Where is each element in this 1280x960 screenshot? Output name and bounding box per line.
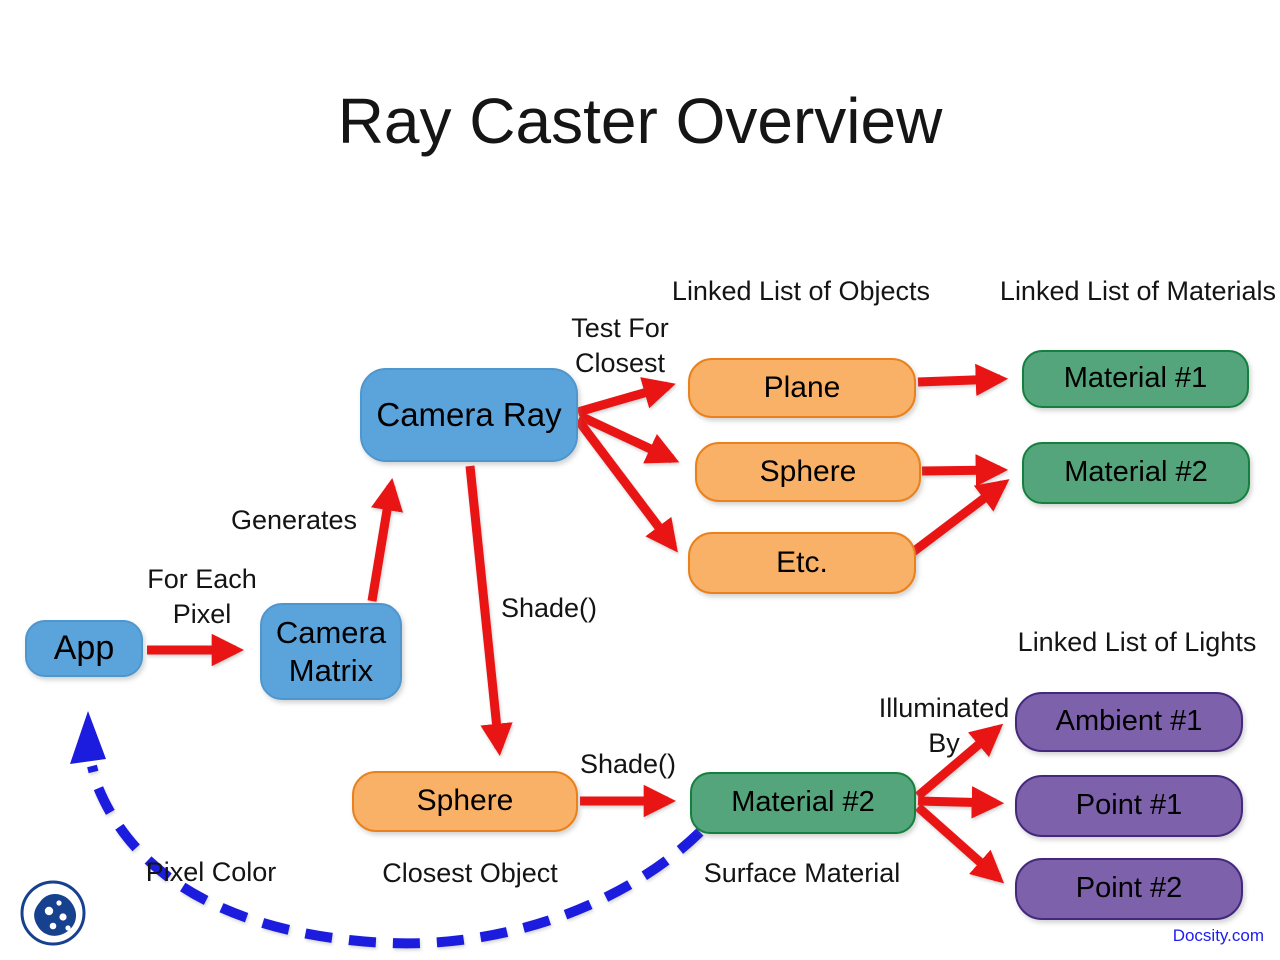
label-shade-sphere: Shade() [579, 749, 677, 779]
node-point-2: Point #2 [1015, 858, 1243, 920]
node-camera-ray-label: Camera Ray [376, 395, 562, 433]
node-sphere-closest-label: Sphere [416, 784, 514, 818]
arrow-material-2-to-point-1 [917, 786, 1005, 819]
label-linked-list-of-materials: Linked List of Materials [999, 276, 1277, 306]
arrow-camera-matrix-to-camera-ray [367, 478, 404, 602]
docsity-credit-link[interactable]: Docsity.com [1172, 926, 1264, 945]
label-for-each-pixel: For Each Pixel [147, 564, 257, 630]
arrow-camera-ray-to-etc [574, 417, 678, 553]
node-camera-ray: Camera Ray [360, 368, 578, 462]
node-camera-matrix: Camera Matrix [260, 603, 402, 700]
node-material-1-label: Material #1 [1063, 362, 1208, 395]
node-sphere-objects-label: Sphere [759, 454, 857, 488]
label-test-for-closest: Test For Closest [571, 313, 669, 379]
node-plane-label: Plane [763, 370, 841, 404]
node-material-1: Material #1 [1022, 350, 1249, 408]
node-etc-label: Etc. [776, 545, 828, 579]
label-surface-material: Surface Material [703, 858, 901, 888]
node-material-2-label: Material #2 [1064, 456, 1208, 489]
dashed-arrowhead-up-icon [70, 711, 106, 764]
arrow-etc-to-material-2 [902, 479, 1010, 562]
arrow-camera-ray-to-sphere [578, 411, 680, 464]
label-illuminated-by: Illuminated By [878, 693, 1010, 759]
page-title: Ray Caster Overview [337, 85, 943, 157]
node-ambient-1: Ambient #1 [1015, 692, 1243, 752]
node-sphere-objects: Sphere [695, 442, 921, 502]
label-shade-camera-ray: Shade() [500, 593, 598, 623]
node-point-1-label: Point #1 [1075, 789, 1183, 822]
node-camera-matrix-label: Camera Matrix [275, 614, 387, 688]
node-point-1: Point #1 [1015, 775, 1243, 837]
node-app: App [25, 620, 143, 677]
label-linked-list-of-lights: Linked List of Lights [1017, 627, 1257, 657]
label-closest-object: Closest Object [382, 858, 558, 888]
arrow-material-2-to-point-2 [915, 803, 1005, 884]
docsity-palette-icon[interactable] [18, 878, 88, 948]
label-pixel-color: Pixel Color [145, 857, 277, 887]
label-generates: Generates [230, 505, 358, 535]
node-material-2-surface: Material #2 [690, 772, 916, 834]
node-etc: Etc. [688, 532, 916, 594]
node-material-2: Material #2 [1022, 442, 1250, 504]
node-material-2-surface-label: Material #2 [731, 786, 875, 819]
arrow-plane-to-material-1 [917, 363, 1009, 397]
node-plane: Plane [688, 358, 916, 418]
node-sphere-closest: Sphere [352, 771, 578, 832]
node-ambient-1-label: Ambient #1 [1055, 705, 1203, 738]
arrow-sphere-to-material-2 [921, 454, 1009, 487]
arrow-camera-ray-to-plane [576, 377, 676, 417]
label-linked-list-of-objects: Linked List of Objects [671, 276, 931, 306]
node-point-2-label: Point #2 [1075, 872, 1183, 905]
node-app-label: App [53, 628, 115, 667]
